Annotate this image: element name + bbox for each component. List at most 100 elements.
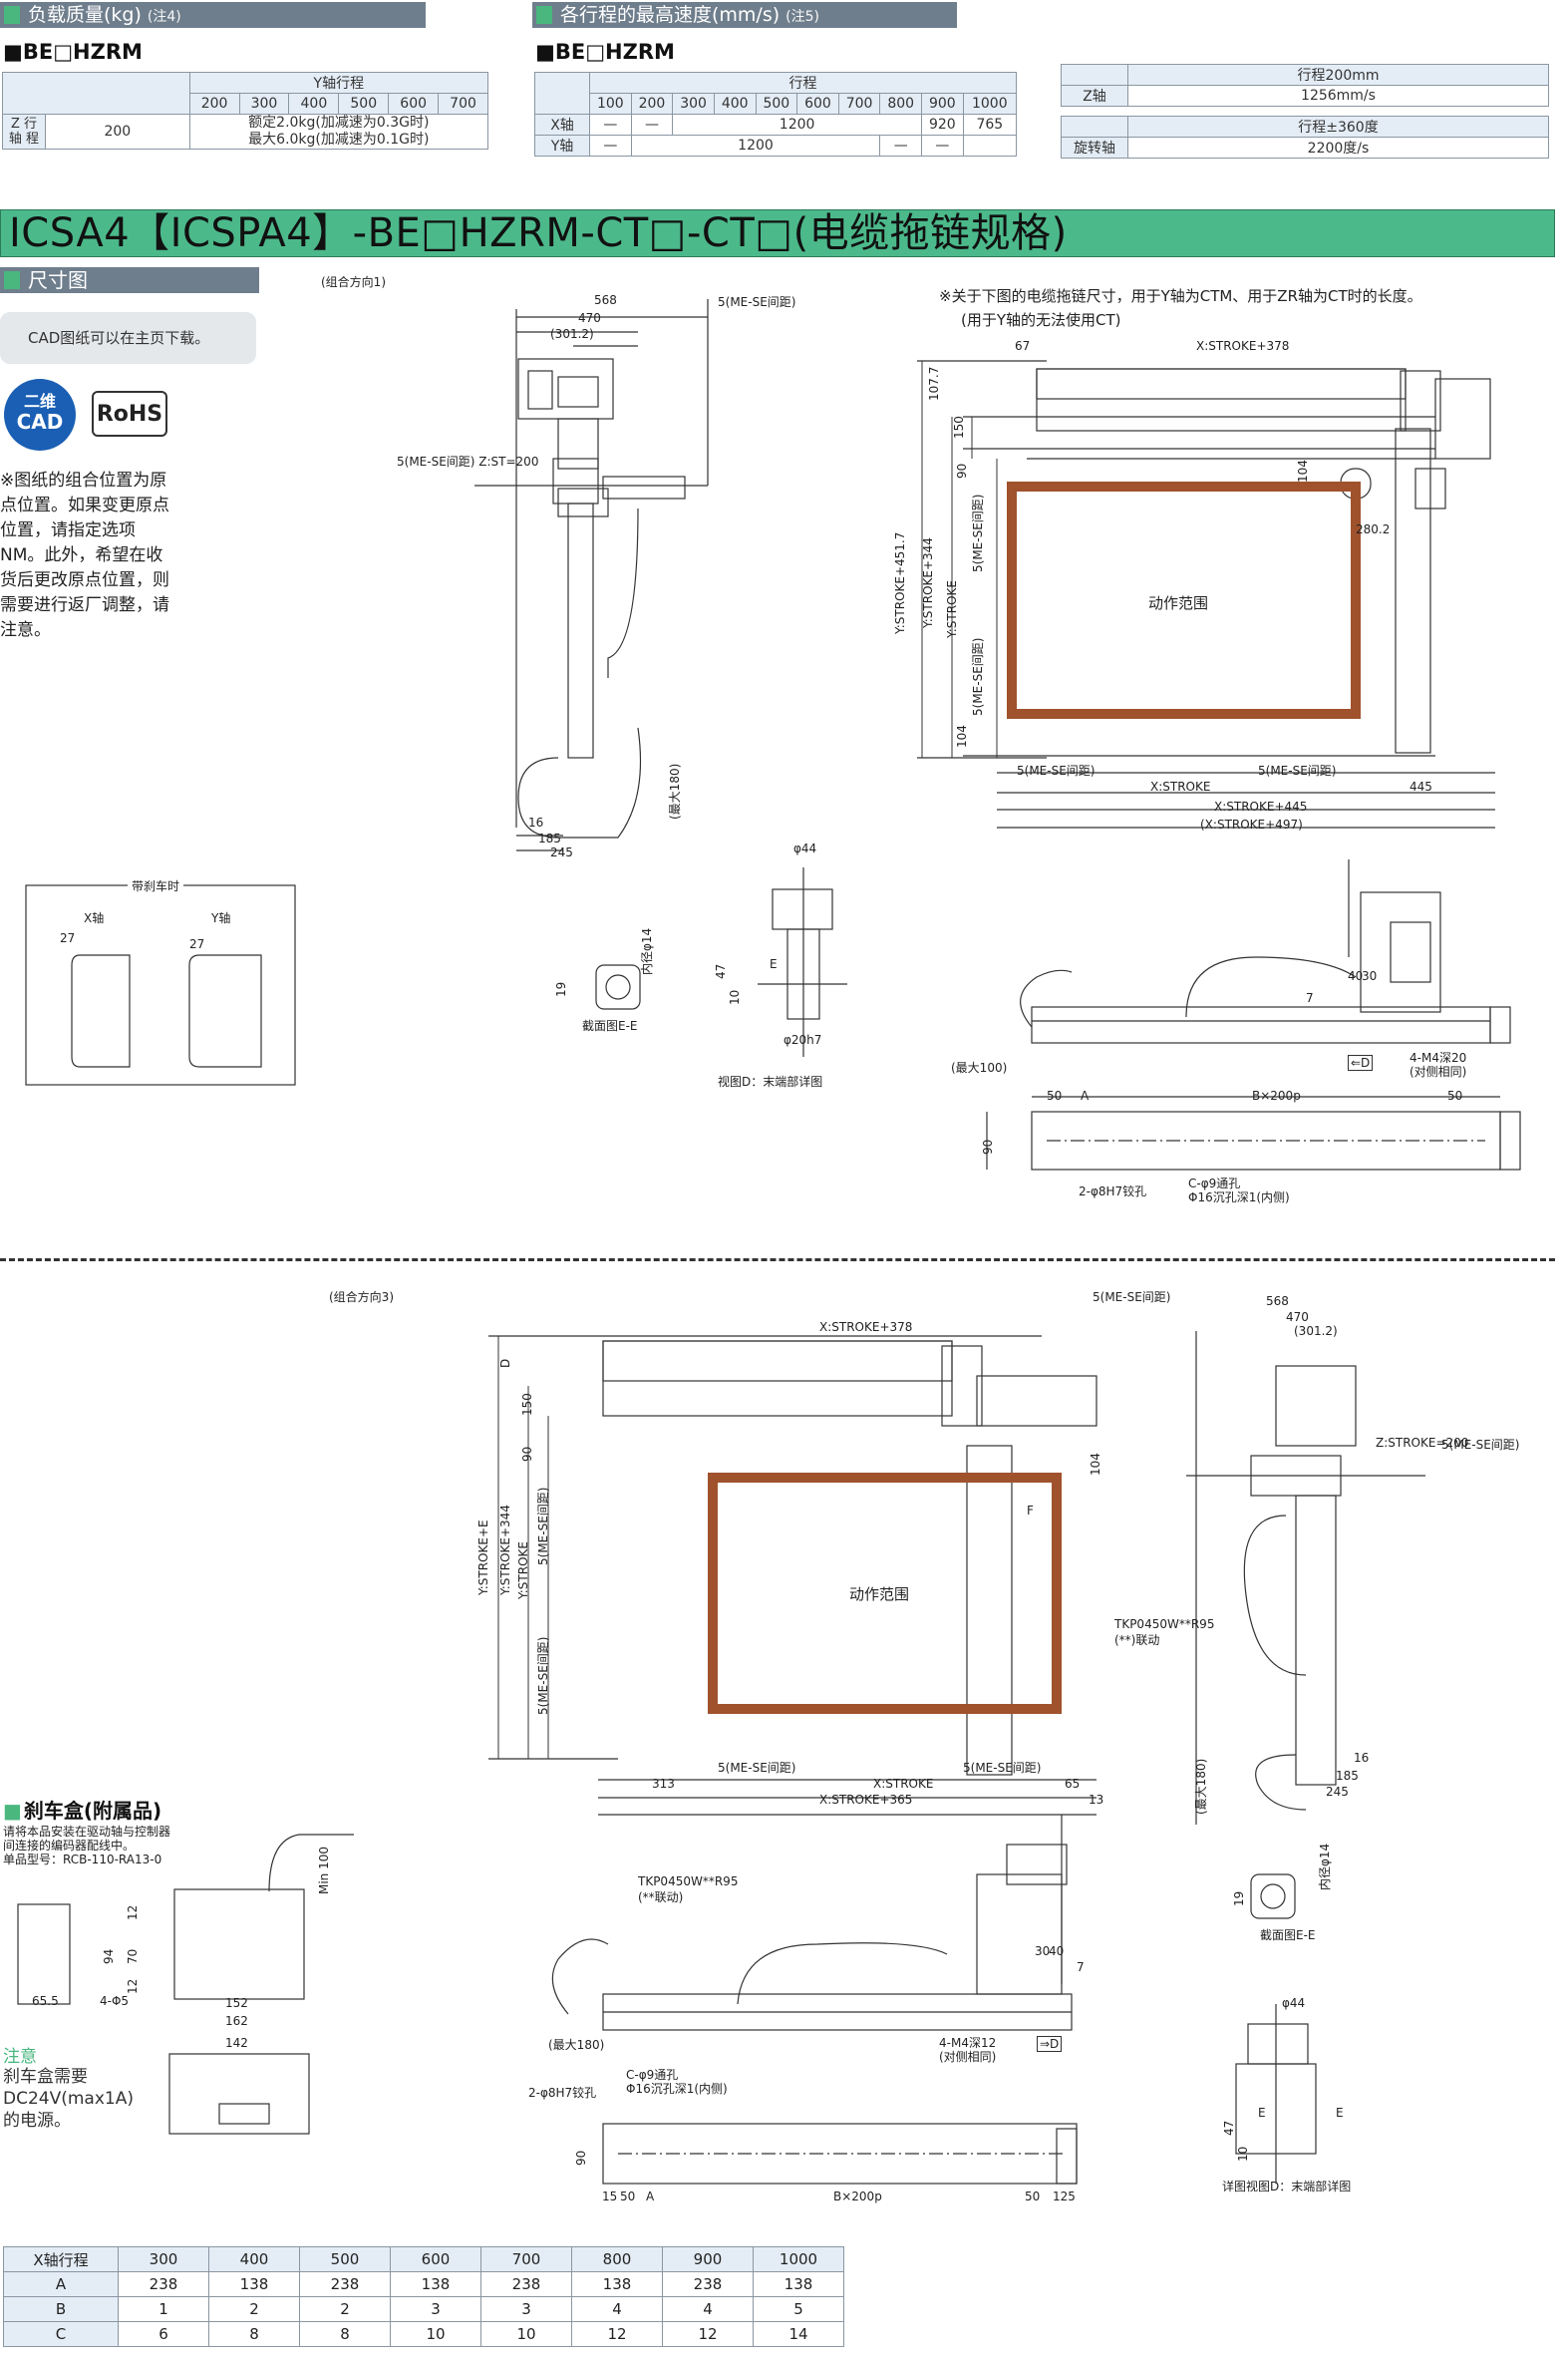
d3-me-se-a: 5(ME-SE间距) bbox=[536, 1487, 550, 1565]
speed-note: (注5) bbox=[785, 9, 819, 25]
s3-arrow: ⇒D bbox=[1037, 2036, 1063, 2052]
d3-470: 470 bbox=[1286, 1310, 1309, 1324]
plan1-90: 90 bbox=[955, 463, 969, 479]
plan1-67: 67 bbox=[1015, 339, 1031, 353]
side1-hole: C-φ9通孔 bbox=[1188, 1177, 1241, 1190]
plan1-note2: (用于Y轴的无法使用CT) bbox=[961, 311, 1121, 329]
table-cell: 12 bbox=[662, 2321, 754, 2347]
speed-stroke-cell: 400 bbox=[713, 93, 757, 115]
rohs-badge: RoHS bbox=[92, 391, 167, 437]
d3-d: D bbox=[498, 1358, 512, 1368]
table-header-cell: 400 bbox=[208, 2246, 300, 2272]
brake-box-drawings bbox=[17, 1834, 354, 2135]
table-cell: 138 bbox=[390, 2271, 481, 2297]
origin-note: ※图纸的组合位置为原点位置。如果变更原点位置，请指定选项NM。此外，希望在收货后… bbox=[0, 471, 169, 640]
d3-150: 150 bbox=[520, 1393, 534, 1416]
side-view-3b bbox=[551, 1815, 1078, 2185]
brake-box-title: 刹车盒(附属品) bbox=[3, 1795, 161, 1824]
table-cell: 4 bbox=[662, 2296, 754, 2322]
plan1-yst: Y:STROKE bbox=[945, 580, 959, 638]
d3-104: 104 bbox=[1089, 1453, 1102, 1476]
d3-tkp: TKP0450W**R95 bbox=[1114, 1617, 1215, 1631]
table-cell: C bbox=[3, 2321, 119, 2347]
see3-inner14: 内径φ14 bbox=[1318, 1843, 1332, 1890]
brake-detail-box bbox=[25, 884, 296, 1086]
plan1-107: 107.7 bbox=[927, 366, 941, 401]
see3-19: 19 bbox=[1232, 1890, 1246, 1906]
s3-max180: (最大180) bbox=[548, 2038, 605, 2052]
s3-pin: 2-φ8H7铰孔 bbox=[528, 2086, 597, 2100]
s3-hole: C-φ9通孔 bbox=[626, 2068, 679, 2082]
vd1-phi44: φ44 bbox=[793, 842, 817, 855]
table-header-cell: 500 bbox=[299, 2246, 391, 2272]
s3-125: 125 bbox=[1053, 2190, 1076, 2203]
table-cell: 238 bbox=[118, 2271, 209, 2297]
vd3-e2: E bbox=[1336, 2106, 1344, 2120]
table-cell: 8 bbox=[299, 2321, 391, 2347]
speed-stroke-cell: 200 bbox=[630, 93, 674, 115]
side1-m4b: (对侧相同) bbox=[1410, 1065, 1467, 1079]
d3-xst378: X:STROKE+378 bbox=[819, 1320, 913, 1334]
table-cell: 238 bbox=[662, 2271, 754, 2297]
brake-box-model: 单品型号：RCB-110-RA13-0 bbox=[3, 1853, 162, 1866]
d3-16: 16 bbox=[1354, 1751, 1370, 1765]
z-axis-label-2: 轴 程 bbox=[8, 132, 40, 147]
vd3-47: 47 bbox=[1222, 2120, 1236, 2136]
d1-max180: (最大180) bbox=[668, 763, 682, 820]
see1-caption: 截面图E-E bbox=[582, 1019, 638, 1033]
vd1-phi20: φ20h7 bbox=[784, 1033, 822, 1047]
speed-stroke-cell: 100 bbox=[589, 93, 632, 115]
see3-caption: 截面图E-E bbox=[1260, 1928, 1316, 1942]
speed-header: 各行程的最高速度(mm/s)(注5) bbox=[532, 2, 957, 28]
brake-note-1: 刹车盒需要 bbox=[3, 2067, 88, 2087]
work-range-3 bbox=[708, 1473, 1062, 1714]
table-cell: 14 bbox=[753, 2321, 844, 2347]
s3-m4b: (对侧相同) bbox=[939, 2050, 997, 2064]
d3-me-se-d: 5(ME-SE间距) bbox=[963, 1761, 1042, 1775]
cad-download-note[interactable]: CAD图纸可以在主页下载。 bbox=[0, 312, 256, 364]
brake-detail-x27: 27 bbox=[60, 931, 76, 945]
brake-box-12a: 12 bbox=[126, 1904, 140, 1920]
s3-30: 30 bbox=[1035, 1944, 1051, 1958]
brake-box-desc2: 间连接的编码器配线中。 bbox=[3, 1839, 136, 1853]
d3-185: 185 bbox=[1336, 1769, 1359, 1783]
d1-245: 245 bbox=[550, 845, 573, 859]
z-speed: 1256mm/s bbox=[1127, 85, 1549, 107]
plan1-me-se-c: 5(ME-SE间距) bbox=[1017, 764, 1096, 778]
d1-zst: 5(ME-SE间距) Z:ST=200 bbox=[397, 455, 539, 469]
brake-box-655: 65.5 bbox=[32, 1994, 59, 2008]
side-view-1 bbox=[986, 859, 1521, 1171]
brake-box-152: 152 bbox=[225, 1996, 248, 2010]
speed-y-1200: 1200 bbox=[630, 135, 881, 157]
plan1-104: 104 bbox=[1296, 460, 1310, 483]
table-cell: B bbox=[3, 2296, 119, 2322]
brake-detail-y: Y轴 bbox=[211, 911, 231, 925]
side1-30: 30 bbox=[1362, 969, 1378, 983]
s3-90: 90 bbox=[574, 2150, 588, 2166]
speed-corner bbox=[534, 72, 590, 115]
s3-tkp: TKP0450W**R95 bbox=[638, 1874, 739, 1888]
s3-50a: 50 bbox=[620, 2190, 636, 2203]
brake-box-94: 94 bbox=[102, 1948, 116, 1964]
vd3-10: 10 bbox=[1236, 2146, 1250, 2162]
side1-a: A bbox=[1081, 1089, 1090, 1103]
side1-max100: (最大100) bbox=[951, 1061, 1008, 1075]
plan1-me-se-b: 5(ME-SE间距) bbox=[971, 637, 985, 716]
d3-max180: (最大180) bbox=[1194, 1758, 1208, 1815]
side1-90: 90 bbox=[981, 1139, 995, 1155]
plan-view-1 bbox=[917, 360, 1495, 829]
table-header-cell: X轴行程 bbox=[3, 2246, 119, 2272]
d3-direction: (组合方向3) bbox=[329, 1290, 394, 1304]
rot-blank bbox=[1061, 116, 1128, 138]
d3-313: 313 bbox=[652, 1777, 675, 1791]
d1-470: 470 bbox=[578, 311, 601, 325]
cad-logo[interactable]: 二维 CAD bbox=[4, 379, 76, 451]
brake-note-header: 注意 bbox=[3, 2047, 37, 2067]
cad-logo-line1: 二维 bbox=[23, 392, 56, 411]
plan1-me-se-d: 5(ME-SE间距) bbox=[1258, 764, 1337, 778]
view-d-3 bbox=[1235, 2004, 1317, 2184]
d3-xst365: X:STROKE+365 bbox=[819, 1793, 913, 1807]
z-stroke: 200 bbox=[45, 114, 190, 150]
